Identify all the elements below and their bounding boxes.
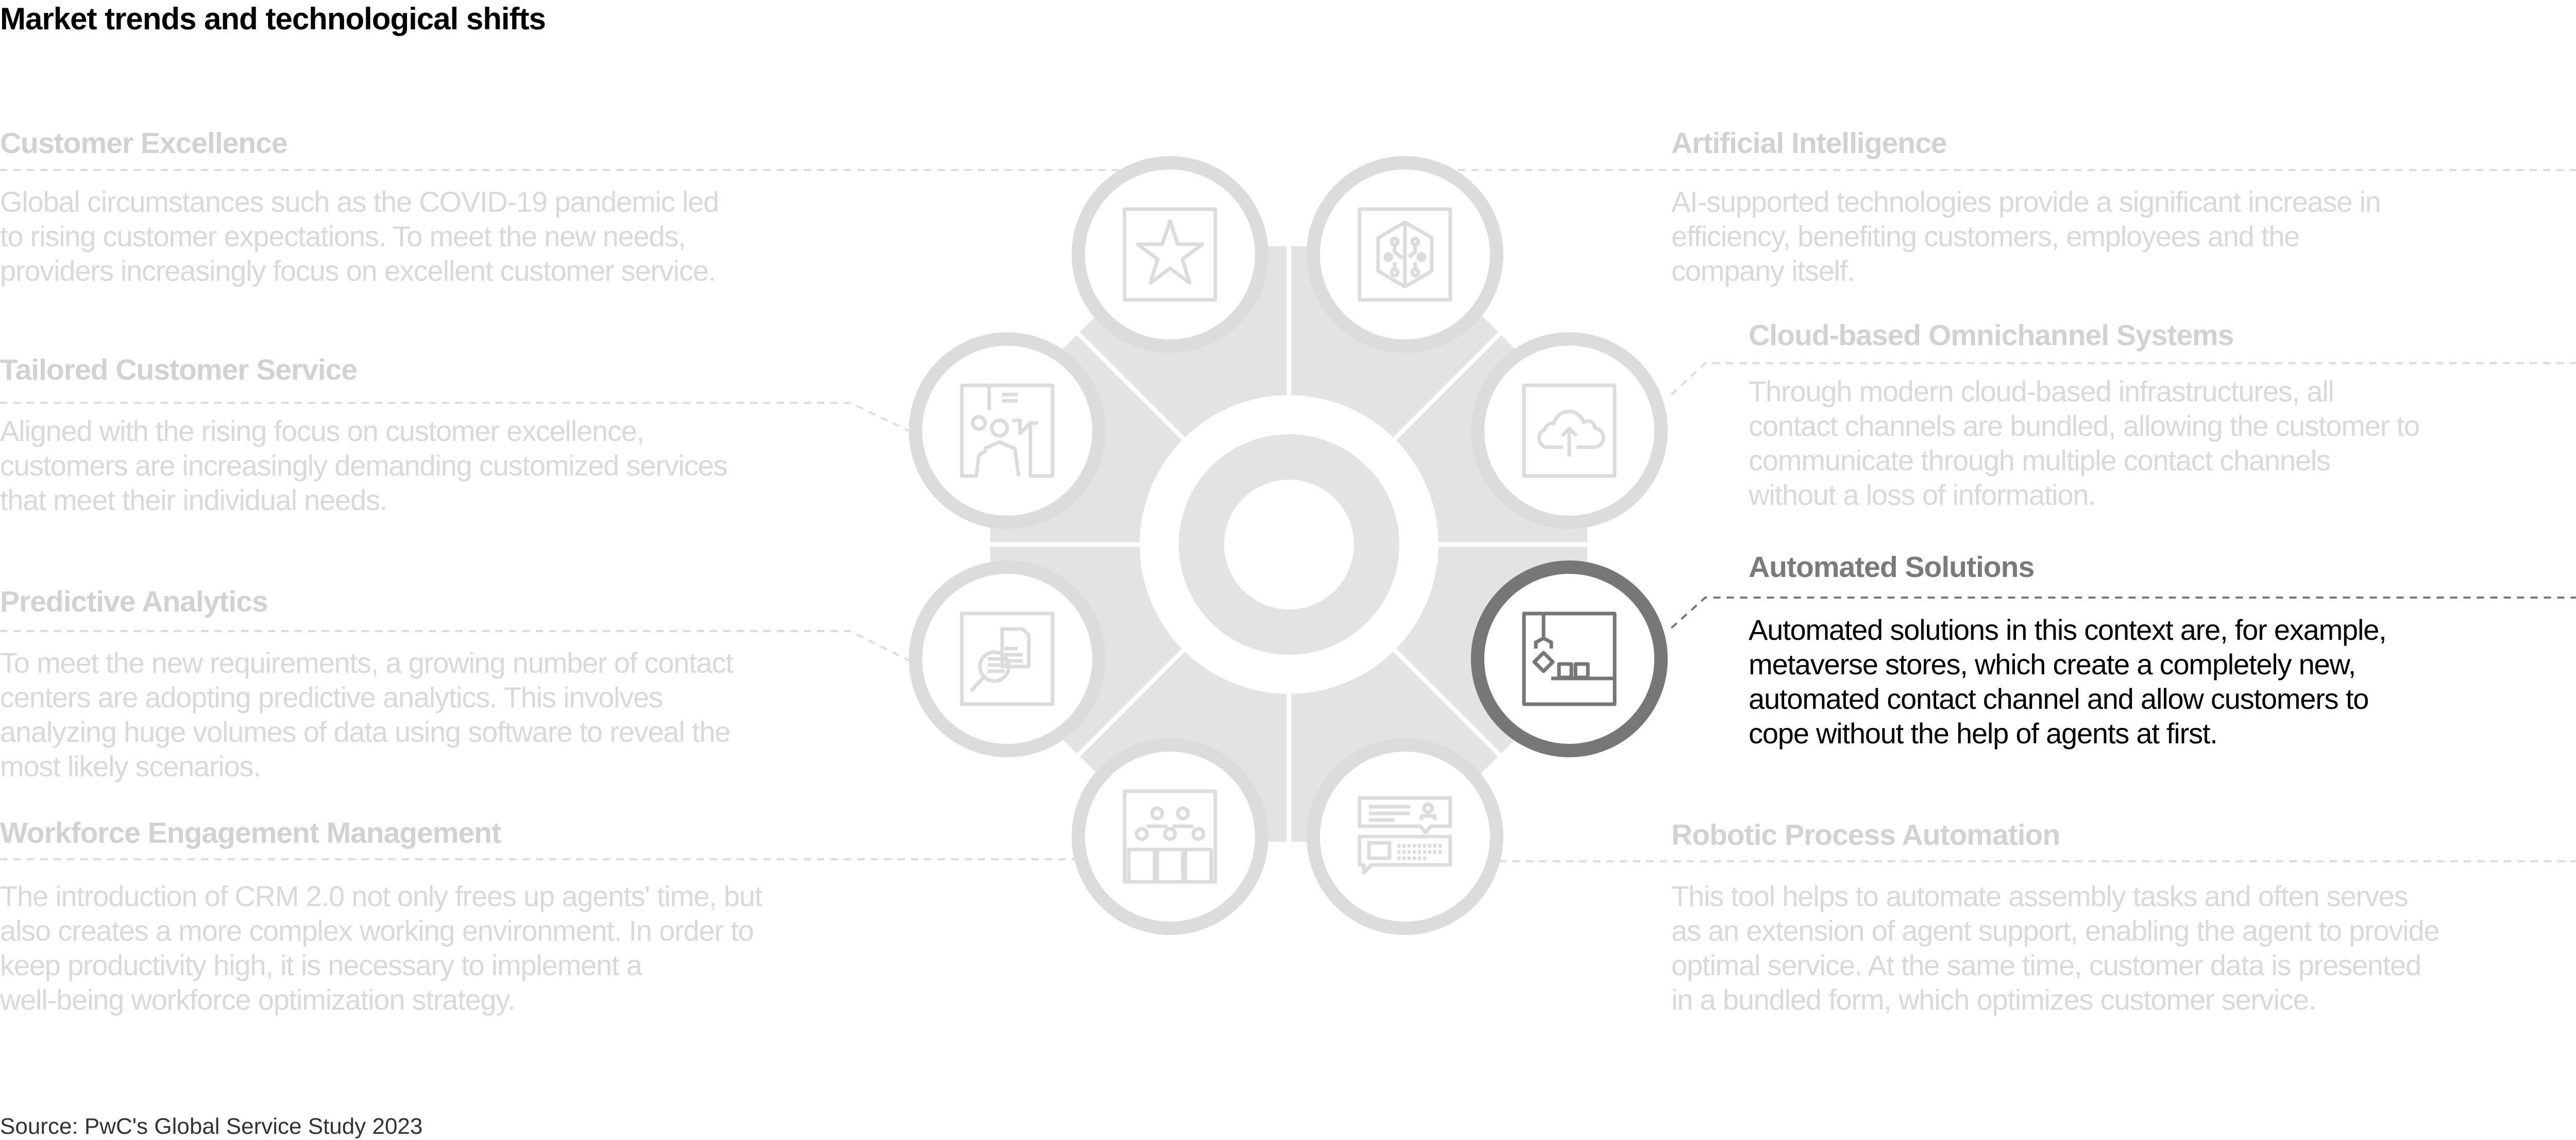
body-line: analyzing huge volumes of data using sof… — [0, 716, 731, 748]
trend-heading: Predictive Analytics — [0, 585, 268, 618]
trend-heading: Robotic Process Automation — [1671, 819, 2060, 852]
connector-predictive-analytics — [0, 630, 909, 661]
body-line: customers are increasingly demanding cus… — [0, 449, 727, 482]
trend-heading: Workforce Engagement Management — [0, 816, 501, 849]
trend-body: AI-supported technologies provide a sign… — [1671, 184, 2381, 288]
body-line: automated contact channel and allow cust… — [1749, 683, 2369, 715]
body-line: company itself. — [1671, 254, 1855, 287]
team-icon — [1123, 789, 1217, 884]
trend-rpa: Robotic Process Automation This tool hel… — [1671, 818, 2440, 1017]
body-line: efficiency, benefiting customers, employ… — [1671, 220, 2300, 252]
trend-ai: Artificial Intelligence AI-supported tec… — [1671, 126, 2381, 288]
source-note: Source: PwC's Global Service Study 2023 — [0, 1114, 423, 1139]
body-line: in a bundled form, which optimizes custo… — [1671, 983, 2316, 1016]
trend-body: Global circumstances such as the COVID-1… — [0, 184, 719, 288]
trend-workforce: Workforce Engagement Management The intr… — [0, 816, 762, 1017]
trend-body: The introduction of CRM 2.0 not only fre… — [0, 879, 762, 1017]
trend-heading: Customer Excellence — [0, 127, 288, 160]
connector-automated — [1670, 597, 2576, 629]
trend-automated-solutions[interactable]: Automated Solutions Automated solutions … — [1749, 550, 2387, 751]
trend-heading: Cloud-based Omnichannel Systems — [1749, 319, 2234, 352]
body-line: This tool helps to automate assembly tas… — [1671, 880, 2409, 912]
body-line: Automated solutions in this context are,… — [1749, 614, 2387, 646]
trend-heading: Tailored Customer Service — [0, 353, 358, 386]
body-line: that meet their individual needs. — [0, 484, 387, 516]
trend-heading: Automated Solutions — [1749, 551, 2035, 584]
body-line: The introduction of CRM 2.0 not only fre… — [0, 880, 762, 912]
body-line: Aligned with the rising focus on custome… — [0, 415, 645, 447]
ring-automated[interactable] — [1471, 560, 1668, 757]
trend-predictive-analytics: Predictive Analytics To meet the new req… — [0, 585, 734, 784]
body-line: metaverse stores, which create a complet… — [1749, 648, 2356, 680]
ring-customer-excellence[interactable] — [1072, 156, 1268, 353]
body-line: Global circumstances such as the COVID-1… — [0, 185, 719, 218]
body-line: well-being workforce optimization strate… — [0, 983, 516, 1016]
trend-body: To meet the new requirements, a growing … — [0, 645, 734, 784]
trend-cloud: Cloud-based Omnichannel Systems Through … — [1749, 318, 2420, 512]
trend-body: Automated solutions in this context are,… — [1749, 612, 2387, 751]
connector-tailored-service — [0, 402, 909, 432]
body-line: most likely scenarios. — [0, 750, 261, 782]
ring-workforce[interactable] — [1072, 738, 1268, 935]
connector-cloud — [1670, 362, 2576, 396]
robot-arm-icon — [1522, 611, 1617, 706]
body-line: as an extension of agent support, enabli… — [1671, 914, 2440, 947]
trend-body: Through modern cloud-based infrastructur… — [1749, 374, 2420, 512]
trend-body: This tool helps to automate assembly tas… — [1671, 879, 2440, 1017]
presentation-person-icon — [960, 383, 1055, 478]
trend-tailored-service: Tailored Customer Service Aligned with t… — [0, 353, 727, 517]
hub-center-ring — [1179, 434, 1399, 655]
body-line: cope without the help of agents at first… — [1749, 717, 2218, 750]
body-line: providers increasingly focus on excellen… — [0, 254, 716, 287]
brain-circuit-icon — [1358, 207, 1452, 302]
body-line: Through modern cloud-based infrastructur… — [1749, 375, 2334, 407]
body-line: keep productivity high, it is necessary … — [0, 949, 642, 981]
body-line: contact channels are bundled, allowing t… — [1749, 410, 2420, 442]
trend-body: Aligned with the rising focus on custome… — [0, 414, 727, 517]
document-magnifier-icon — [960, 611, 1055, 706]
star-icon — [1123, 207, 1217, 302]
body-line: centers are adopting predictive analytic… — [0, 681, 663, 713]
body-line: communicate through multiple contact cha… — [1749, 444, 2331, 477]
body-line: To meet the new requirements, a growing … — [0, 646, 734, 679]
cloud-upload-icon — [1522, 383, 1617, 478]
body-line: to rising customer expectations. To meet… — [0, 220, 686, 252]
body-line: optimal service. At the same time, custo… — [1671, 949, 2421, 981]
trend-customer-excellence: Customer Excellence Global circumstances… — [0, 126, 719, 288]
body-line: AI-supported technologies provide a sign… — [1671, 185, 2381, 218]
chatbot-icon — [1358, 796, 1452, 875]
body-line: also creates a more complex working envi… — [0, 914, 754, 947]
body-line: without a loss of information. — [1749, 479, 2096, 511]
trend-heading: Artificial Intelligence — [1671, 127, 1947, 160]
page-title: Market trends and technological shifts — [0, 2, 546, 36]
